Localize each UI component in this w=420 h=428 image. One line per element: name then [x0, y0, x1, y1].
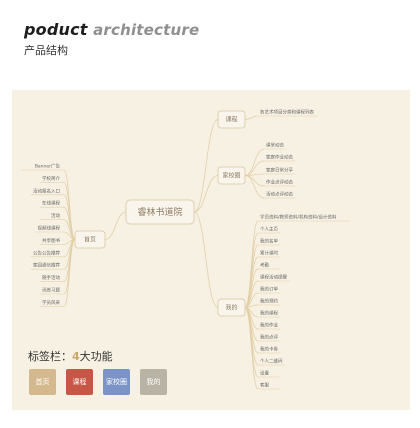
mine-child-item: 设置 [260, 370, 269, 377]
node-course [217, 110, 246, 129]
tab-mine[interactable]: 我的 [140, 369, 167, 395]
mine-child-item: 学员资料/教师资料/机构资料/设计资料 [260, 214, 337, 221]
title-en-part1: poduct [24, 20, 88, 39]
node-course-label: 课程 [225, 116, 237, 124]
node-center [125, 199, 195, 225]
node-home-school [217, 166, 246, 185]
mine-child-item: 个人二维码 [260, 358, 283, 365]
mine-child-link [244, 307, 259, 366]
home-child-item: 学校简介 [42, 175, 60, 182]
mine-child-link [244, 244, 259, 308]
tab-course[interactable]: 课程 [66, 369, 93, 395]
connector-home [104, 211, 127, 240]
mine-child-link [244, 307, 259, 390]
node-home [74, 230, 106, 249]
connector-home-school [193, 175, 219, 213]
tabbar-title-suffix: 大功能 [79, 350, 113, 363]
mine-child-item: 考勤 [260, 262, 269, 269]
node-center-label: 睿林书道院 [137, 206, 182, 218]
home-child-item: 活动 [51, 212, 60, 219]
home-child-item: 讯练习题 [42, 287, 60, 294]
tab-home-school[interactable]: 家校圈 [103, 369, 130, 395]
home-school-child-item: 作业点评动态 [266, 179, 293, 186]
home-child-item: 公告公告推荐 [33, 249, 60, 256]
home-school-child-link [244, 175, 265, 199]
mine-child-item: 累计课时 [260, 250, 278, 257]
home-child-item: Banner广告 [35, 163, 61, 170]
home-child-item: 随手活动 [42, 274, 60, 281]
mine-child-item: 我的课程 [260, 310, 278, 317]
title-en-part2: architecture [93, 21, 200, 39]
page-title-en: poduct architecture [24, 20, 199, 39]
mine-child-item: 我的订单 [260, 286, 278, 293]
home-child-item: 家园通信推荐 [33, 262, 60, 269]
home-child-item: 在线课程 [42, 200, 60, 207]
node-home-school-label: 家校圈 [222, 172, 240, 180]
mine-child-item: 课程活动提醒 [260, 274, 287, 281]
tab-home[interactable]: 首页 [29, 369, 56, 395]
course-child-item: 各艺术项目分类和课程列表 [260, 109, 314, 116]
home-school-child-item: 家庭作业动态 [266, 154, 293, 161]
home-school-child-item: 家庭日常分享 [266, 167, 293, 174]
mine-child-item: 我的作业 [260, 322, 278, 329]
node-mine [217, 298, 246, 317]
mine-child-item: 我的点评 [260, 334, 278, 341]
page-title-cn: 产品结构 [24, 44, 68, 57]
tabbar-title: 标签栏：4大功能 [28, 348, 113, 364]
home-child-item: 视频线课程 [38, 225, 61, 232]
home-school-child-link [244, 148, 265, 176]
mine-child-item: 我的卡券 [260, 346, 278, 353]
home-child-item: 学员风采 [42, 299, 60, 306]
mine-child-item: 个人主页 [260, 226, 278, 233]
course-child-link [244, 115, 259, 120]
home-child-item: 共享图书 [42, 237, 60, 244]
home-school-child-link [244, 175, 265, 187]
node-home-label: 首页 [84, 236, 96, 244]
tabbar-count: 4 [72, 350, 80, 363]
mine-child-item: 客服 [260, 382, 269, 389]
connector-mine [193, 211, 219, 308]
home-child-item: 活动报名入口 [33, 187, 60, 194]
mindmap-panel [12, 90, 410, 410]
mine-child-item: 我的预约 [260, 298, 278, 305]
home-child-link [63, 239, 76, 307]
home-school-child-item: 活动点评动态 [266, 191, 293, 198]
node-mine-label: 我的 [225, 304, 237, 312]
home-school-child-item: 课堂动态 [266, 142, 284, 149]
tabbar-title-prefix: 标签栏： [28, 350, 72, 363]
connector-course [193, 119, 219, 213]
mine-child-item: 我的名单 [260, 238, 278, 245]
